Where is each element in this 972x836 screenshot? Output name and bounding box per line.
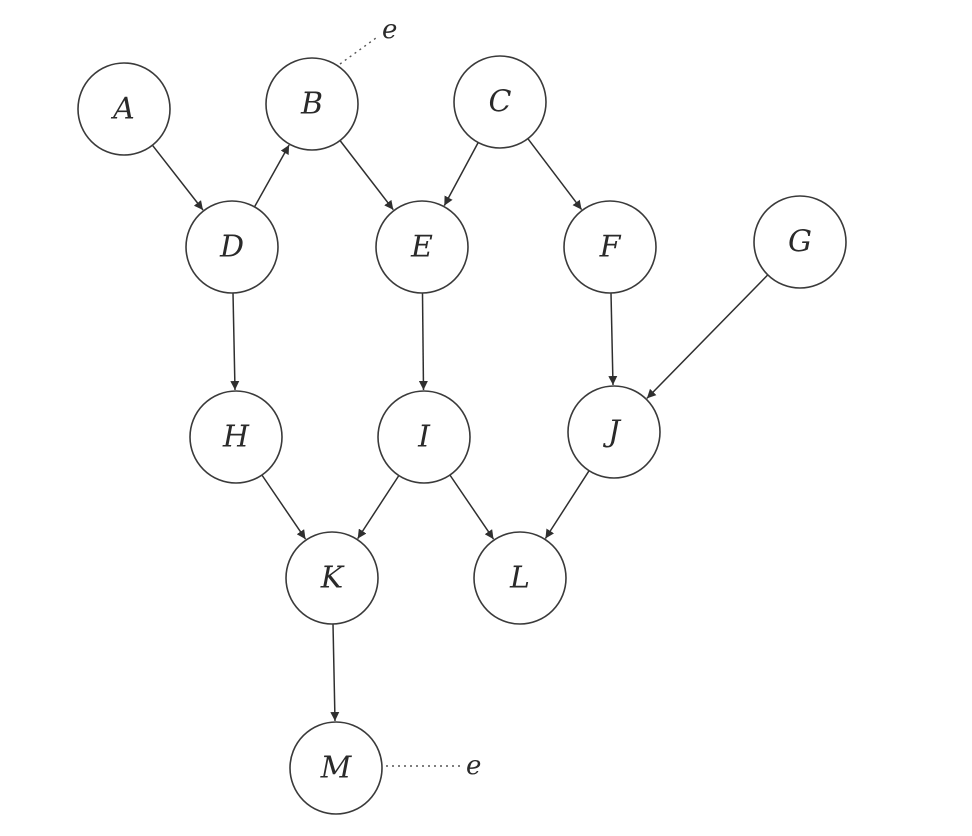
node-label: B (300, 87, 323, 122)
node-d: D (185, 200, 279, 294)
edge-e-to-i (418, 292, 428, 391)
node-circle (185, 200, 279, 294)
node-label: K (320, 561, 345, 596)
node-k: K (285, 531, 379, 625)
node-c: C (453, 55, 547, 149)
node-circle (289, 721, 383, 815)
edge-d-to-b (253, 144, 290, 208)
node-label: F (599, 230, 622, 265)
edge-h-to-k (261, 474, 307, 540)
node-circle (473, 531, 567, 625)
annotations-layer: ee (339, 15, 481, 781)
node-circle (265, 57, 359, 151)
edge-j-to-l (544, 470, 590, 539)
edge-k-to-m (330, 623, 340, 722)
node-circle (567, 385, 661, 479)
node-label: E (410, 230, 433, 265)
node-label: C (489, 85, 512, 120)
node-label: H (222, 420, 250, 455)
node-m: M (289, 721, 383, 815)
node-circle (753, 195, 847, 289)
node-e: E (375, 200, 469, 294)
annotation-label: e (382, 15, 397, 45)
node-f: F (563, 200, 657, 294)
annotation-m: e (386, 751, 481, 781)
node-label: G (788, 225, 812, 260)
node-label: A (110, 92, 135, 127)
node-j: J (567, 385, 661, 479)
node-label: I (417, 420, 431, 455)
nodes-layer: A B C D E F G H I J K L M (77, 55, 847, 815)
node-circle (453, 55, 547, 149)
node-circle (377, 390, 471, 484)
edge-c-to-f (527, 138, 583, 211)
edge-g-to-j (646, 274, 769, 399)
edge-d-to-h (230, 292, 240, 391)
edges-layer (151, 138, 769, 722)
dotted-connector (339, 37, 377, 65)
node-circle (563, 200, 657, 294)
node-a: A (77, 62, 171, 156)
node-h: H (189, 390, 283, 484)
node-circle (375, 200, 469, 294)
edge-b-to-e (339, 140, 394, 211)
edge-i-to-l (449, 474, 495, 540)
node-label: M (320, 751, 353, 786)
node-l: L (473, 531, 567, 625)
node-circle (189, 390, 283, 484)
node-b: B (265, 57, 359, 151)
edge-f-to-j (608, 292, 618, 386)
annotation-b: e (339, 15, 397, 65)
node-label: L (509, 561, 530, 596)
node-label: D (219, 230, 244, 265)
node-circle (285, 531, 379, 625)
node-i: I (377, 390, 471, 484)
edge-a-to-d (151, 144, 204, 211)
edge-i-to-k (357, 475, 400, 540)
node-circle (77, 62, 171, 156)
annotation-label: e (466, 751, 481, 781)
edge-c-to-e (443, 142, 479, 206)
node-g: G (753, 195, 847, 289)
